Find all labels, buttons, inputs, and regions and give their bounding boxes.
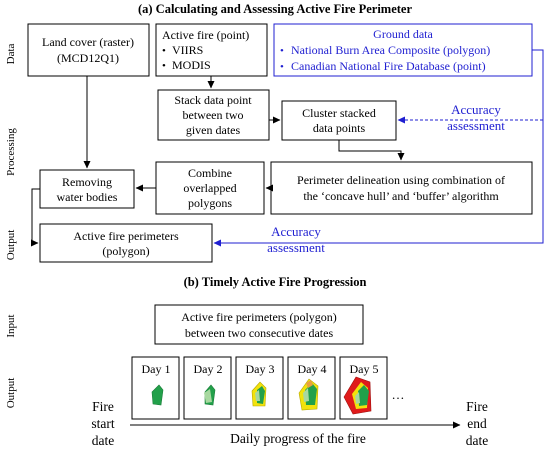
day-label-2: Day 2 <box>194 362 223 376</box>
section-b-title: (b) Timely Active Fire Progression <box>184 275 367 289</box>
fire-end-line3: date <box>466 433 489 448</box>
input-line1: Active fire perimeters (polygon) <box>181 310 337 324</box>
row-label-output: Output <box>5 230 17 261</box>
daily-progress-label: Daily progress of the fire <box>230 431 366 446</box>
fire-perimeter-shape <box>151 384 164 406</box>
removing-line2: water bodies <box>57 190 118 204</box>
cluster-box: Cluster stacked data points <box>281 100 397 141</box>
bullet-icon: • <box>162 60 166 72</box>
active-fire-line1: Active fire (point) <box>162 28 249 42</box>
fire-end-line1: Fire <box>466 399 488 414</box>
day-panel-3: Day 3 <box>235 356 284 420</box>
stack-line2: between two <box>183 108 244 122</box>
land-cover-box: Land cover (raster) (MCD12Q1) <box>27 23 150 77</box>
perimeter-line1: Perimeter delineation using combination … <box>297 173 505 187</box>
cluster-line2: data points <box>313 121 366 135</box>
ellipsis: … <box>392 387 405 402</box>
accuracy-label-1-line1: Accuracy <box>451 102 501 117</box>
cluster-line1: Cluster stacked <box>302 106 376 120</box>
fire-start-line3: date <box>92 433 115 448</box>
accuracy-label-2-line2: assessment <box>267 240 325 255</box>
fire-perimeter-shape <box>358 385 369 406</box>
stack-line1: Stack data point <box>174 93 252 107</box>
day-panel-5: Day 5 <box>339 356 388 420</box>
day-panel-4: Day 4 <box>287 356 336 420</box>
perimeter-delineation-box: Perimeter delineation using combination … <box>270 161 533 215</box>
row-label-input: Input <box>5 314 17 337</box>
row-label-processing: Processing <box>5 128 17 176</box>
arrow-removing-to-output <box>31 188 40 247</box>
row-label-output-b: Output <box>5 378 17 409</box>
day-label-4: Day 4 <box>298 362 327 376</box>
input-perimeters-box: Active fire perimeters (polygon) between… <box>154 304 364 345</box>
removing-line1: Removing <box>62 175 112 189</box>
ground-data-item2: Canadian National Fire Database (point) <box>291 59 486 73</box>
combine-line3: polygons <box>188 196 232 210</box>
arrow-cluster-to-perimeter <box>338 140 405 161</box>
day-panel-1: Day 1 <box>131 356 180 420</box>
ground-data-title: Ground data <box>373 27 433 41</box>
ground-data-item1: National Burn Area Composite (polygon) <box>291 43 490 57</box>
bullet-icon: • <box>280 61 284 73</box>
day-label-1: Day 1 <box>142 362 171 376</box>
fire-end-line2: end <box>467 416 487 431</box>
row-label-data: Data <box>5 44 17 65</box>
active-fire-box: Active fire (point) • VIIRS • MODIS <box>155 23 268 77</box>
combine-line2: overlapped <box>183 181 236 195</box>
output-line1: Active fire perimeters <box>73 229 179 243</box>
day-panel-2: Day 2 <box>183 356 232 420</box>
stack-data-box: Stack data point between two given dates <box>157 89 270 141</box>
combine-box: Combine overlapped polygons <box>155 161 265 215</box>
output-line2: (polygon) <box>102 244 149 258</box>
combine-line1: Combine <box>188 166 232 180</box>
fire-start-line1: Fire <box>92 399 114 414</box>
ground-data-box: Ground data • National Burn Area Composi… <box>273 23 533 77</box>
land-cover-line1: Land cover (raster) <box>42 35 134 49</box>
active-fire-perimeters-output-box: Active fire perimeters (polygon) <box>39 223 213 263</box>
bullet-icon: • <box>162 45 166 57</box>
active-fire-item2: MODIS <box>172 58 211 72</box>
day-label-5: Day 5 <box>350 362 379 376</box>
fire-perimeter-shape <box>303 388 309 402</box>
accuracy-arrow-to-output <box>213 49 544 247</box>
accuracy-label-2-line1: Accuracy <box>271 224 321 239</box>
fire-perimeter-shape <box>255 390 260 401</box>
removing-water-box: Removing water bodies <box>39 169 135 209</box>
perimeter-line2: the ‘concave hull’ and ‘buffer’ algorith… <box>303 189 499 203</box>
fire-perimeter-shape <box>306 380 313 388</box>
fire-perimeter-shape <box>355 392 360 404</box>
day-label-3: Day 3 <box>246 362 275 376</box>
accuracy-label-1-line2: assessment <box>447 118 505 133</box>
bullet-icon: • <box>280 45 284 57</box>
stack-line3: given dates <box>186 123 241 137</box>
land-cover-line2: (MCD12Q1) <box>57 51 119 65</box>
fire-start-line2: start <box>91 416 114 431</box>
input-line2: between two consecutive dates <box>185 326 334 340</box>
active-fire-item1: VIIRS <box>172 43 203 57</box>
fire-perimeter-shape <box>204 389 212 403</box>
section-a-title: (a) Calculating and Assessing Active Fir… <box>138 2 412 16</box>
